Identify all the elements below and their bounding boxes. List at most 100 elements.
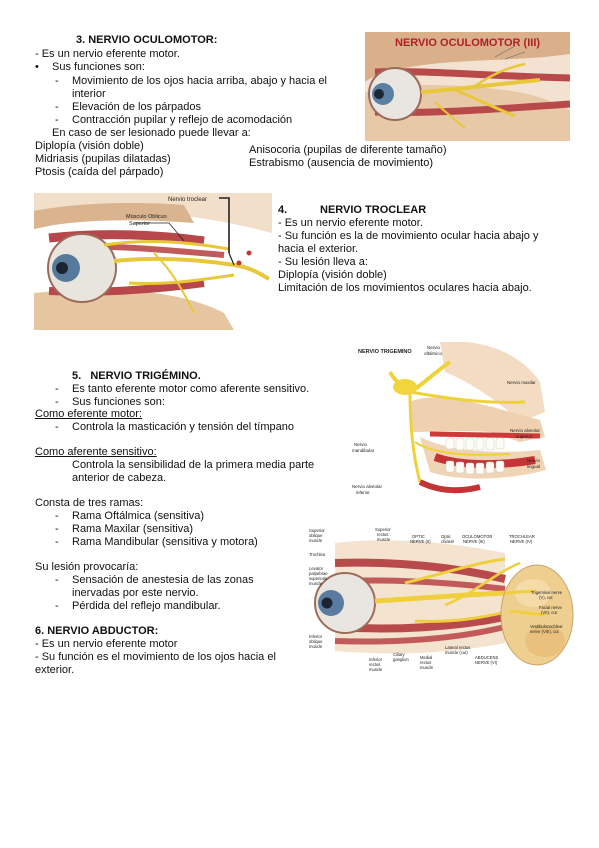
svg-text:muscle: muscle [369,667,383,672]
s5-branch-2: Rama Maxilar (sensitiva) [55,523,193,536]
s5-branch-1: Rama Oftálmica (sensitiva) [55,510,204,523]
s3-heading: 3. NERVIO OCULOMOTOR: [76,34,218,46]
s5-sensitive-1-cont: anterior de cabeza. [72,472,167,484]
svg-text:TROCHLEAR: TROCHLEAR [509,534,535,539]
s6-line1: - Es un nervio eferente motor [35,638,178,650]
svg-text:Lateral rectus: Lateral rectus [445,645,470,650]
svg-text:Levator: Levator [309,566,324,571]
svg-text:Medial: Medial [420,655,432,660]
svg-text:inferior: inferior [356,490,370,495]
s5-lesion-heading: Su lesión provocaría: [35,561,139,573]
s3-bullet-functions: Sus funciones son: [35,61,145,74]
svg-text:Nervio alveolar: Nervio alveolar [510,428,541,433]
s5-heading: 5. NERVIO TRIGÉMINO. [72,370,201,382]
svg-text:NERVE (VI): NERVE (VI) [475,660,498,665]
s3-function-2: Elevación de los párpados [55,101,201,114]
s4-number: 4. [278,204,288,216]
svg-text:Facial nerve: Facial nerve [539,605,562,610]
s4-heading: NERVIO TROCLEAR [320,204,427,216]
svg-text:palpebrae: palpebrae [309,571,328,576]
s3-function-3: Contracción pupilar y reflejo de acomoda… [55,114,292,127]
svg-text:Optic: Optic [441,534,451,539]
s4-line1: - Es un nervio eferente motor. [278,217,423,229]
s5-motor-heading: Como eferente motor: [35,408,142,420]
svg-text:OPTIC: OPTIC [412,534,425,539]
s5-motor-1: Controla la masticación y tensión del tí… [55,421,294,434]
svg-text:(V), cut: (V), cut [539,595,553,600]
svg-text:Nervio alveolar: Nervio alveolar [352,484,383,489]
svg-text:superioris: superioris [309,576,327,581]
svg-text:muscle: muscle [309,581,323,586]
svg-text:oblique: oblique [309,533,323,538]
svg-text:ABDUCENS: ABDUCENS [475,655,498,660]
svg-text:oblique: oblique [309,639,323,644]
svg-text:rectus: rectus [420,660,431,665]
svg-text:mandibular: mandibular [352,448,375,453]
svg-text:Superior: Superior [375,527,391,532]
svg-text:Ciliary: Ciliary [393,652,406,657]
s3-consequence-3: Ptosis (caída del párpado) [35,166,164,178]
svg-text:muscle: muscle [377,537,391,542]
svg-text:NERVE (IV): NERVE (IV) [510,539,533,544]
svg-text:muscle (cut): muscle (cut) [445,650,468,655]
s4-line5: Diplopía (visión doble) [278,269,387,281]
trochlear-figure-label-muscle: Músculo Oblicuo [126,214,167,220]
svg-text:Nervio: Nervio [427,345,441,350]
svg-text:ganglion: ganglion [393,657,410,662]
s3-consequence-2: Midriasis (pupilas dilatadas) [35,153,171,165]
s6-line2: - Su función es el movimiento de los ojo… [35,651,276,663]
trigeminal-figure-title: NERVIO TRIGEMINO [358,349,412,355]
s5-lesion-2: Pérdida del reflejo mandibular. [55,600,221,613]
svg-text:Nervio: Nervio [354,442,368,447]
s4-line6: Limitación de los movimientos oculares h… [278,282,532,294]
s3-lesion-intro: En caso de ser lesionado puede llevar a: [52,127,251,139]
svg-text:chiasm: chiasm [441,539,455,544]
s4-line4: - Su lesión lleva a: [278,256,368,268]
svg-text:muscle: muscle [309,538,323,543]
svg-text:Superior: Superior [309,528,325,533]
s3-function-1-cont: interior [72,88,106,100]
s3-function-1: Movimiento de los ojos hacia arriba, aba… [55,75,327,88]
svg-text:nerve (VIII), cut: nerve (VIII), cut [530,629,559,634]
s5-sensitive-1: Controla la sensibilidad de la primera m… [72,459,315,471]
s3-line1: - Es un nervio eferente motor. [35,48,180,60]
s5-line1: Es tanto eferente motor como aferente se… [55,383,309,396]
oculomotor-figure-title: NERVIO OCULOMOTOR (III) [395,37,540,49]
s4-line2: - Su función es la de movimiento ocular … [278,230,539,242]
svg-text:Trigeminal nerve: Trigeminal nerve [531,590,563,595]
svg-text:(VII), cut: (VII), cut [541,610,558,615]
svg-text:Inferior: Inferior [309,634,323,639]
svg-text:NERVE (III): NERVE (III) [463,539,485,544]
svg-text:lingual: lingual [527,464,540,469]
trochlear-nerve-figure: Nervio troclear Músculo Oblicuo Superior [34,193,272,330]
s5-branches-heading: Consta de tres ramas: [35,497,144,509]
svg-text:OCULOMOTOR: OCULOMOTOR [462,534,492,539]
svg-text:rectus: rectus [369,662,380,667]
trigeminal-nerve-figure: NERVIO TRIGEMINO Nervio oftálmico Nervio… [350,342,550,502]
svg-text:Nervio maxilar: Nervio maxilar [507,380,536,385]
s3-consequence-5: Estrabismo (ausencia de movimiento) [249,157,434,169]
s5-branch-3: Rama Mandibular (sensitiva y motora) [55,536,258,549]
svg-text:Trochlea: Trochlea [309,552,326,557]
s3-consequence-4: Anisocoria (pupilas de diferente tamaño) [249,144,447,156]
svg-text:muscle: muscle [309,644,323,649]
trochlear-figure-label-nerve: Nervio troclear [168,197,207,203]
svg-text:muscle: muscle [420,665,434,670]
svg-text:Vestibulocochlear: Vestibulocochlear [530,624,563,629]
s5-sensitive-heading: Como aferente sensitivo: [35,446,157,458]
s6-heading: 6. NERVIO ABDUCTOR: [35,625,159,637]
s5-lesion-1-cont: inervadas por este nervio. [72,587,199,599]
s5-lesion-1: Sensación de anestesia de las zonas [55,574,254,587]
svg-text:Nervio: Nervio [527,458,541,463]
svg-text:rectus: rectus [377,532,388,537]
s5-line2: Sus funciones son: [55,396,165,409]
svg-text:superior: superior [516,434,533,439]
s4-line3: hacia el exterior. [278,243,359,255]
oculomotor-nerve-figure: NERVIO OCULOMOTOR (III) [365,32,570,141]
s3-consequence-1: Diplopía (visión doble) [35,140,144,152]
svg-text:Inferior: Inferior [369,657,383,662]
svg-text:oftálmico: oftálmico [424,351,443,356]
s6-line3: exterior. [35,664,75,676]
svg-text:NERVE (II): NERVE (II) [410,539,431,544]
